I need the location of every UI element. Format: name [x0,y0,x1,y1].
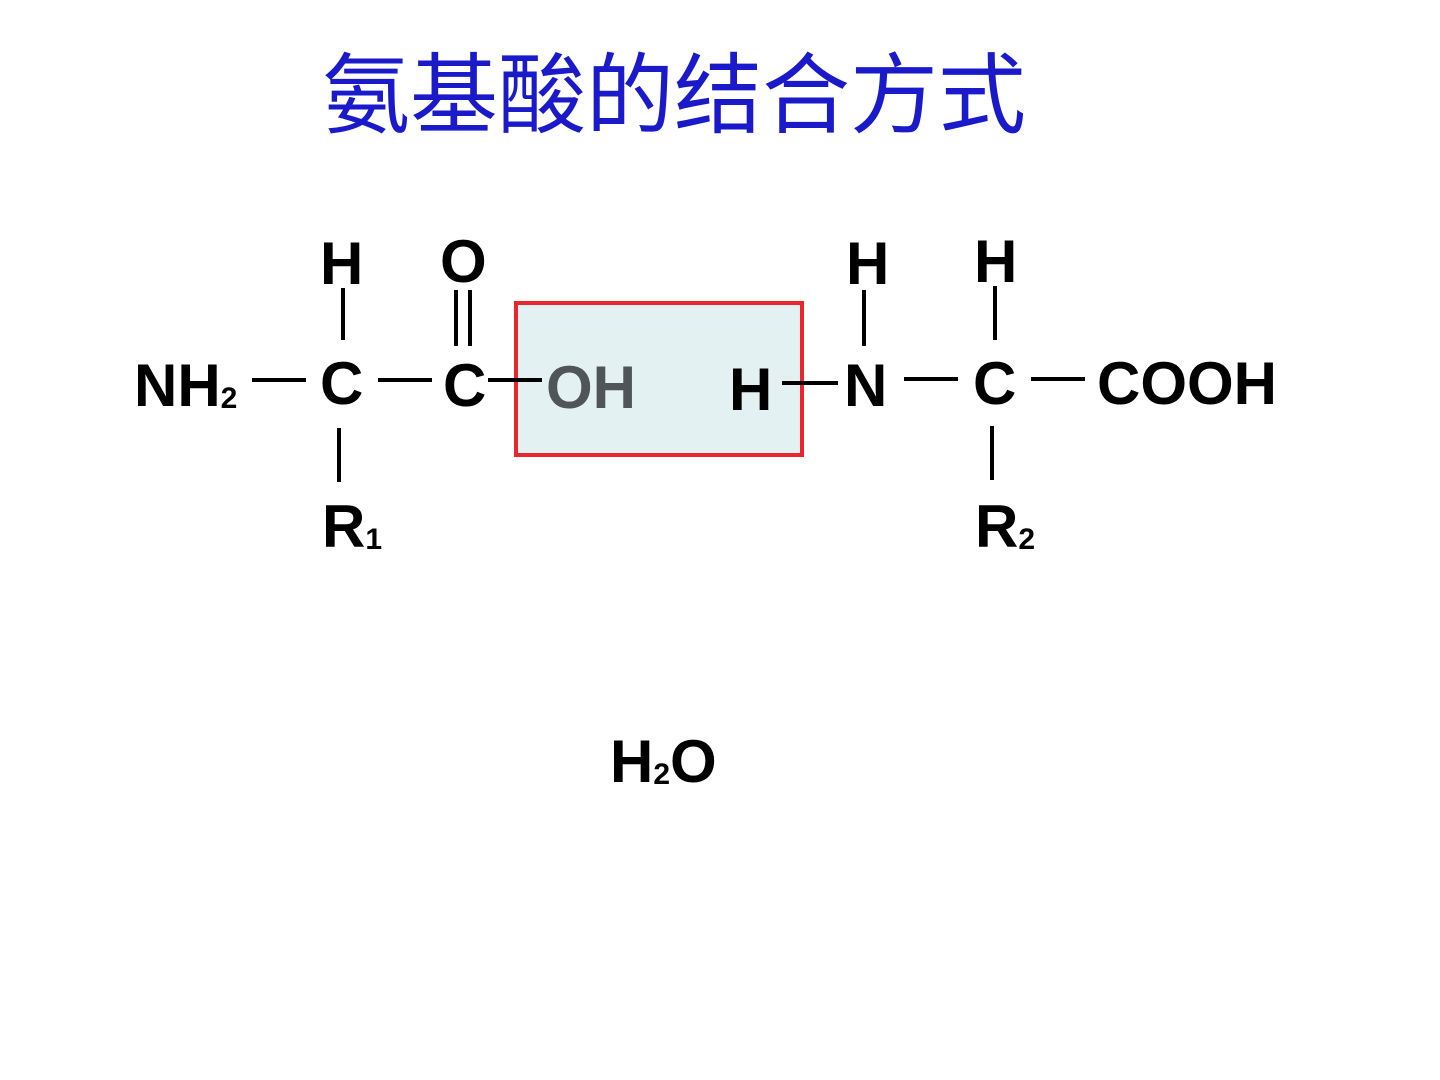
side-chain-r1-label: R [322,493,366,560]
alpha-hydrogen-2: H [974,228,1018,295]
bond-c1-r1 [337,428,341,482]
double-bond-line-a [454,290,458,346]
water-product: H2O [610,732,717,792]
bond-n2-h [862,290,866,346]
water-h-label: H [610,728,654,795]
side-chain-r1: R1 [322,497,382,557]
nitrogen-hydrogen-2: H [846,230,890,297]
amino-group-1-label: NH [134,352,221,419]
double-bond-line-b [468,290,472,346]
side-chain-r2: R2 [975,497,1035,557]
amino-hydrogen-2: H [729,356,773,423]
amino-group-1: NH2 [134,356,237,416]
bond-c3-h [993,286,997,340]
hydroxyl-group: OH [546,354,636,421]
water-subscript: 2 [653,758,671,791]
bond-n2-c3 [904,377,958,381]
side-chain-r2-label: R [975,493,1019,560]
bond-c1-h1 [341,288,345,340]
dehydration-highlight-box [514,301,804,457]
water-o-label: O [670,728,717,795]
page-title: 氨基酸的结合方式 [322,44,1027,147]
bond-c1-c2 [378,378,432,382]
amino-group-1-subscript: 2 [220,382,238,415]
bond-c3-r2 [990,426,994,480]
nitrogen-2: N [844,352,888,419]
bond-c2-oh [488,378,542,382]
carboxyl-carbon-1: C [443,352,487,419]
bond-c3-cooh [1031,377,1085,381]
carboxyl-group-2: COOH [1097,350,1277,417]
alpha-carbon-2: C [973,350,1017,417]
alpha-carbon-1: C [320,350,364,417]
bond-n1-c1 [252,378,306,382]
side-chain-r1-subscript: 1 [365,523,383,556]
bond-h-n2 [782,381,838,385]
carbonyl-oxygen-1: O [440,228,487,295]
side-chain-r2-subscript: 2 [1018,523,1036,556]
alpha-hydrogen-1: H [320,230,364,297]
